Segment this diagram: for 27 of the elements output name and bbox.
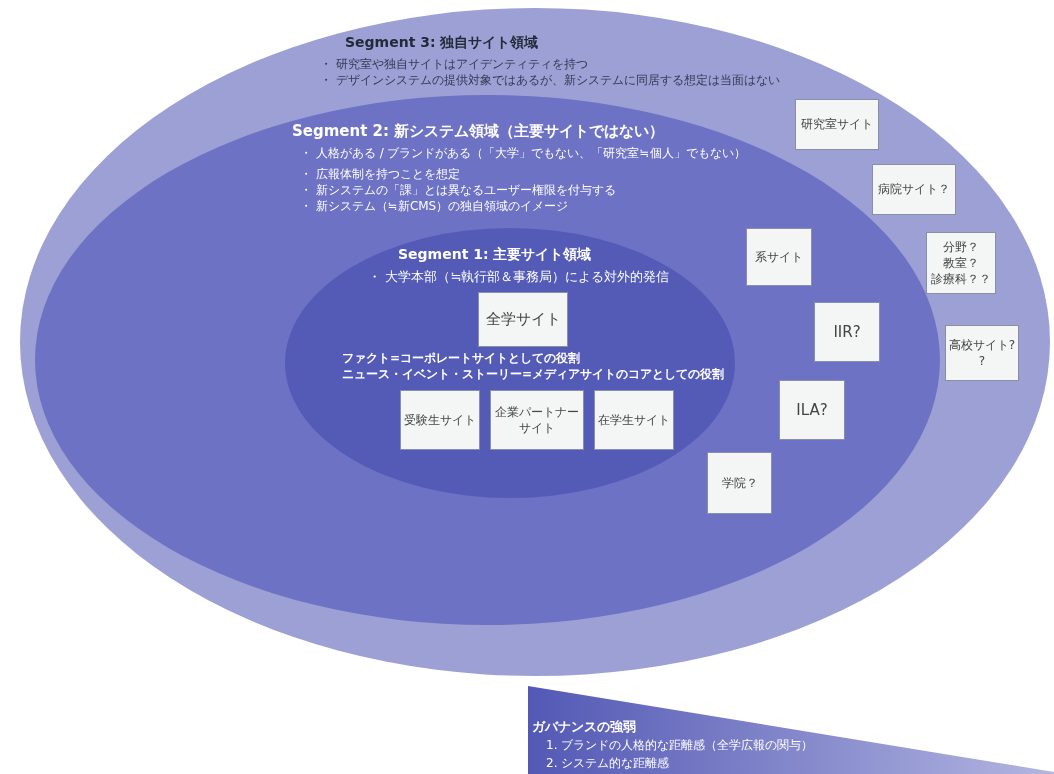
description-text: ニュース・イベント・ストーリー=メディアサイトのコアとしての役割 bbox=[342, 366, 725, 383]
segment-heading: Segment 1: 主要サイト領域 bbox=[398, 246, 592, 264]
site-box: 高校サイト? ? bbox=[945, 325, 1019, 381]
site-box: 在学生サイト bbox=[594, 390, 674, 450]
bullet-item: ・ 広報体制を持つことを想定 bbox=[300, 166, 460, 183]
bullet-item: ・ デザインシステムの提供対象ではあるが、新システムに同居する想定は当面はない bbox=[320, 72, 780, 89]
list-item: 2. システム的な距離感 bbox=[546, 755, 670, 772]
site-box: ILA? bbox=[779, 380, 845, 440]
site-box: 受験生サイト bbox=[400, 390, 480, 450]
site-box: 企業パートナーサイト bbox=[490, 390, 584, 450]
heading-text: ガバナンスの強弱 bbox=[532, 718, 636, 736]
site-box: IIR? bbox=[814, 302, 880, 362]
description-text: ファクト=コーポレートサイトとしての役割 bbox=[342, 350, 581, 367]
segment-heading: Segment 3: 独自サイト領域 bbox=[345, 34, 539, 52]
list-item: 1. ブランドの人格的な距離感（全学広報の関与） bbox=[546, 737, 814, 754]
segment-heading: Segment 2: 新システム領域（主要サイトではない） bbox=[292, 122, 665, 141]
bullet-item: ・ 新システムの「課」とは異なるユーザー権限を付与する bbox=[300, 182, 616, 199]
site-box: 病院サイト？ bbox=[872, 164, 956, 215]
bullet-item: ・ 人格がある / ブランドがある（「大学」でもない、「研究室≒個人」でもない） bbox=[300, 146, 747, 162]
site-box: 学院？ bbox=[707, 452, 772, 514]
site-box: 全学サイト bbox=[478, 292, 568, 347]
site-box: 分野？ 教室？ 診療科？？ bbox=[926, 232, 996, 294]
site-box: 系サイト bbox=[746, 228, 812, 286]
bullet-item: ・ 新システム（≒新CMS）の独自領域のイメージ bbox=[300, 198, 569, 215]
bullet-item: ・ 研究室や独自サイトはアイデンティティを持つ bbox=[320, 56, 588, 73]
bullet-item: ・ 大学本部（≒執行部＆事務局）による対外的発信 bbox=[368, 268, 670, 286]
site-box: 研究室サイト bbox=[795, 99, 879, 150]
